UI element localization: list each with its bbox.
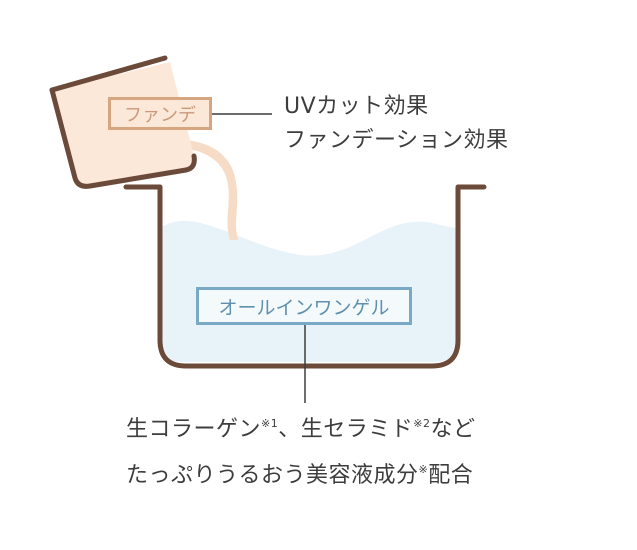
fande-label-box: ファンデ (108, 97, 212, 130)
gel-label: オールインワンゲル (218, 296, 390, 319)
ingredient-etc: など (430, 417, 476, 442)
ingredient-collagen: 生コラーゲン (126, 417, 262, 442)
pour-stream (170, 139, 238, 240)
pot (123, 184, 487, 369)
effect-uv-cut: UVカット効果 (284, 94, 429, 119)
ingredient-ceramide: 、生セラミド (278, 417, 414, 442)
footnote-mark-3: ※ (418, 463, 429, 476)
ingredients-line-2: たっぷりうるおう美容液成分※配合 (126, 457, 473, 489)
gel-label-box: オールインワンゲル (196, 287, 412, 325)
footnote-mark-2: ※2 (413, 417, 431, 430)
footnote-mark-1: ※1 (261, 417, 279, 430)
effect-foundation: ファンデーション効果 (284, 128, 509, 153)
serum-ingredients: たっぷりうるおう美容液成分 (126, 463, 419, 488)
serum-blended: 配合 (428, 463, 474, 488)
fande-label: ファンデ (124, 104, 196, 126)
ingredients-line-1: 生コラーゲン※1、生セラミド※2など (126, 411, 475, 443)
